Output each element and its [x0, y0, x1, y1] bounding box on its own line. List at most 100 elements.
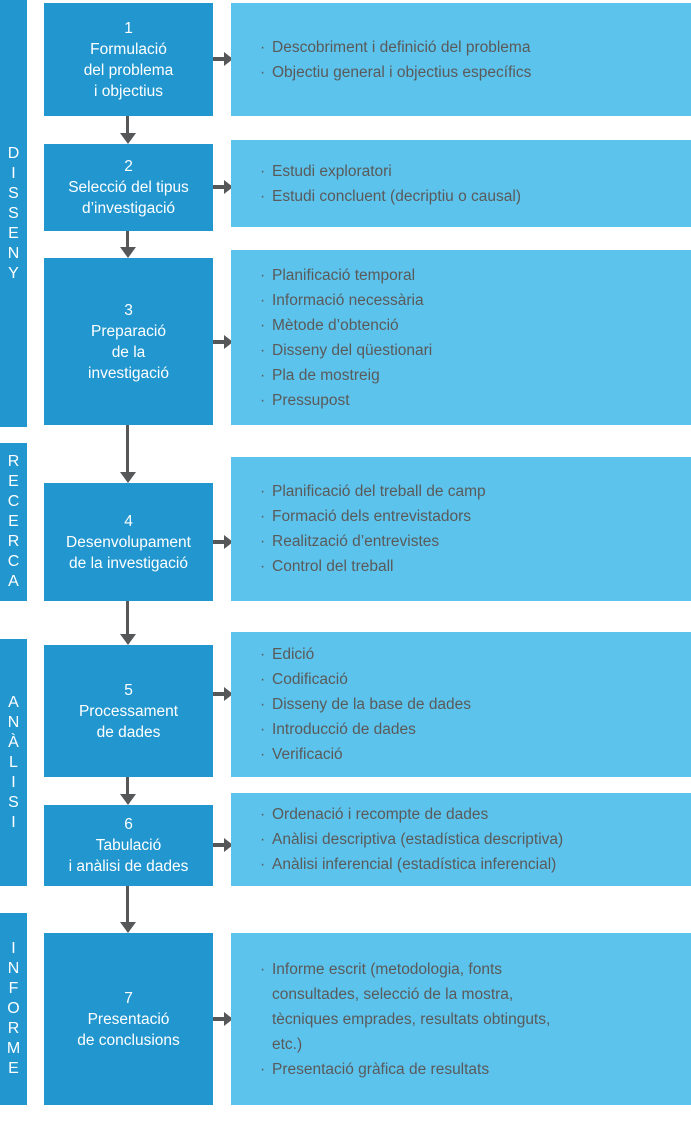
detail-item: Pressupost: [260, 388, 677, 413]
phase-letter: E: [8, 1060, 19, 1077]
detail-panel-4: Planificació del treball de camp Formaci…: [231, 457, 691, 601]
detail-item: Estudi concluent (decriptiu o causal): [260, 184, 677, 209]
phase-letter: R: [7, 453, 20, 470]
step-box-4[interactable]: 4 Desenvolupament de la investigació: [44, 483, 213, 601]
detail-item: Ordenació i recompte de dades: [260, 802, 677, 827]
arrow-down-icon-4-5: [120, 601, 136, 645]
step-number: 7: [124, 989, 133, 1007]
detail-panel-1: Descobriment i definició del problema Ob…: [231, 3, 691, 116]
detail-item: Estudi exploratori: [260, 159, 677, 184]
phase-letter: I: [11, 773, 16, 791]
phase-label-recerca: R E C E R C A: [8, 452, 20, 592]
step-box-3[interactable]: 3 Preparació de la investigació: [44, 258, 213, 425]
arrow-right-icon-3: [213, 335, 233, 349]
phase-letter: S: [8, 204, 19, 222]
arrow-right-icon-2: [213, 180, 233, 194]
detail-item: Anàlisi inferencial (estadística inferen…: [260, 852, 677, 877]
step-title: Preparació de la investigació: [88, 322, 169, 382]
arrow-down-icon-6-7: [120, 886, 136, 933]
phase-letter: S: [8, 184, 19, 202]
detail-panel-3: Planificació temporal Informació necessà…: [231, 250, 691, 425]
phase-letter: L: [9, 753, 18, 771]
detail-item: Formació dels entrevistadors: [260, 504, 677, 529]
phase-bar-informe: I N F O R M E: [0, 913, 27, 1105]
phase-letter: C: [7, 493, 20, 510]
step-box-7[interactable]: 7 Presentació de conclusions: [44, 933, 213, 1105]
detail-item: Informació necessària: [260, 288, 677, 313]
detail-item: Objectiu general i objectius específics: [260, 60, 677, 85]
detail-item: Mètode d’obtenció: [260, 313, 677, 338]
detail-item: Realització d’entrevistes: [260, 529, 677, 554]
step-title: Processament de dades: [78, 702, 179, 741]
phase-bar-recerca: R E C E R C A: [0, 443, 27, 601]
arrow-right-icon-4: [213, 535, 233, 549]
phase-letter: F: [8, 980, 19, 997]
step-number: 5: [124, 681, 133, 699]
detail-item: Edició: [260, 642, 677, 667]
step-box-1[interactable]: 1 Formulació del problema i objectius: [44, 3, 213, 116]
arrow-right-icon-6: [213, 838, 233, 852]
detail-item: Verificació: [260, 742, 677, 767]
phase-letter: À: [8, 733, 19, 751]
phase-label-informe: I N F O R M E: [7, 939, 20, 1079]
detail-item: Control del treball: [260, 554, 677, 579]
phase-letter: S: [8, 793, 19, 811]
phase-letter: R: [7, 533, 20, 550]
detail-panel-5: Edició Codificació Disseny de la base de…: [231, 632, 691, 777]
detail-panel-2: Estudi exploratori Estudi concluent (dec…: [231, 140, 691, 227]
detail-item: Descobriment i definició del problema: [260, 35, 677, 60]
step-title: Presentació de conclusions: [77, 1010, 180, 1049]
detail-item: Pla de mostreig: [260, 363, 677, 388]
arrow-right-icon-5: [213, 687, 233, 701]
step-title: Selecció del tipus d’investigació: [68, 179, 189, 217]
detail-item: Informe escrit (metodologia, fonts consu…: [260, 957, 677, 1057]
detail-item: Introducció de dades: [260, 717, 677, 742]
arrow-down-icon-5-6: [120, 777, 136, 805]
phase-letter: E: [8, 513, 19, 530]
detail-item: Disseny del qüestionari: [260, 338, 677, 363]
step-box-5[interactable]: 5 Processament de dades: [44, 645, 213, 777]
phase-letter: R: [7, 1020, 20, 1037]
phase-letter: I: [11, 813, 16, 831]
phase-letter: M: [6, 1040, 21, 1057]
phase-letter: A: [8, 573, 19, 590]
phase-letter: N: [7, 960, 20, 977]
detail-item: Planificació del treball de camp: [260, 479, 677, 504]
detail-item: Codificació: [260, 667, 677, 692]
phase-bar-analisi: A N À L I S I: [0, 639, 27, 886]
phase-label-disseny: D I S S E N Y: [8, 144, 20, 284]
detail-item: Planificació temporal: [260, 263, 677, 288]
detail-item: Anàlisi descriptiva (estadística descrip…: [260, 827, 677, 852]
detail-panel-7: Informe escrit (metodologia, fonts consu…: [231, 933, 691, 1105]
phase-letter: Y: [8, 264, 19, 282]
step-number: 6: [124, 816, 133, 833]
step-title: Desenvolupament de la investigació: [66, 533, 191, 572]
step-title: Tabulació i anàlisi de dades: [68, 837, 189, 875]
arrow-right-icon-7: [213, 1012, 233, 1026]
phase-bar-disseny: D I S S E N Y: [0, 0, 27, 427]
phase-letter: D: [7, 144, 20, 162]
step-number: 3: [124, 301, 133, 319]
phase-letter: E: [8, 224, 19, 242]
phase-letter: N: [7, 244, 20, 262]
phase-letter: I: [11, 164, 16, 182]
phase-letter: N: [7, 713, 20, 731]
phase-letter: O: [7, 1000, 20, 1017]
detail-item: Disseny de la base de dades: [260, 692, 677, 717]
detail-item: Presentació gràfica de resultats: [260, 1057, 677, 1082]
arrow-down-icon-2-3: [120, 231, 136, 258]
step-title: Formulació del problema i objectius: [83, 40, 174, 100]
arrow-right-icon-1: [213, 52, 233, 66]
step-box-6[interactable]: 6 Tabulació i anàlisi de dades: [44, 805, 213, 886]
step-number: 2: [124, 158, 133, 175]
step-number: 4: [124, 512, 133, 530]
step-number: 1: [124, 19, 133, 37]
step-box-2[interactable]: 2 Selecció del tipus d’investigació: [44, 144, 213, 231]
phase-letter: C: [7, 553, 20, 570]
arrow-down-icon-3-4: [120, 425, 136, 483]
phase-letter: A: [8, 693, 19, 711]
phase-letter: E: [8, 473, 19, 490]
arrow-down-icon-1-2: [120, 116, 136, 144]
phase-letter: I: [11, 940, 16, 957]
